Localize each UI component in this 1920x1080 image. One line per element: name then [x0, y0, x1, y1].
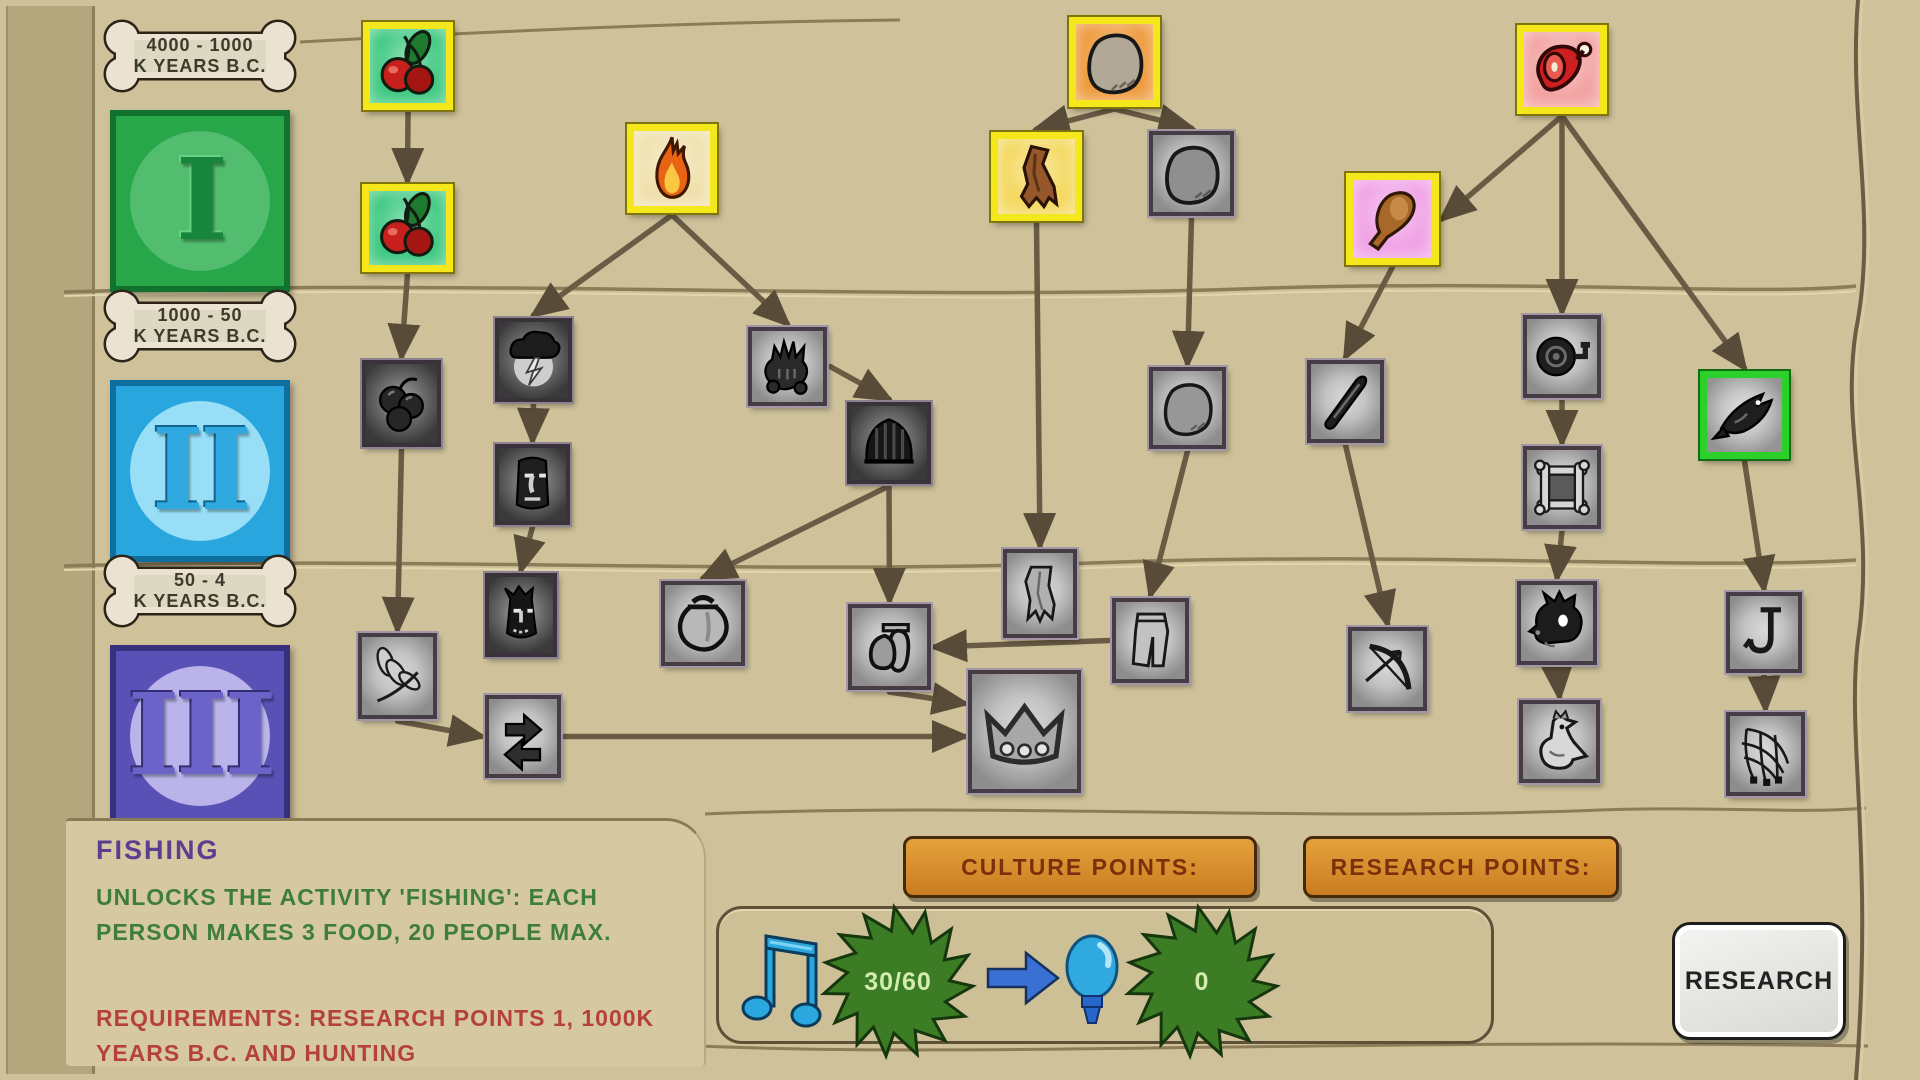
convert-arrow-icon: [986, 950, 1061, 1006]
research-points-value: 0: [1194, 967, 1210, 996]
tech-boar-icon[interactable]: [1517, 581, 1597, 665]
research-points-sign: RESEARCH POINTS:: [1303, 836, 1619, 898]
tech-pot-icon[interactable]: [661, 581, 745, 666]
tech-meat-icon[interactable]: [1517, 25, 1607, 114]
board-left-plank: [6, 6, 95, 1074]
tech-stone-2-icon[interactable]: [1149, 367, 1226, 449]
tech-berries-icon[interactable]: [362, 360, 441, 447]
tech-fish-icon[interactable]: [1700, 371, 1789, 459]
music-notes-icon: [741, 934, 822, 1028]
research-points-label: RESEARCH POINTS:: [1330, 853, 1592, 880]
tech-cherries-1-icon[interactable]: [363, 22, 453, 110]
tech-bone-frame-icon[interactable]: [1523, 446, 1601, 529]
tech-bow-icon[interactable]: [1348, 627, 1427, 711]
culture-points-value: 30/60: [864, 967, 932, 996]
era-range-label: 50 - 4: [173, 570, 227, 591]
research-button-label: RESEARCH: [1684, 966, 1834, 995]
tech-spool-icon[interactable]: [1523, 315, 1601, 398]
tech-hut-icon[interactable]: [847, 402, 931, 484]
era-numeral: III: [127, 670, 276, 801]
tech-flint-icon[interactable]: [1069, 17, 1160, 107]
era-range-label: 4000 - 1000: [146, 35, 254, 56]
tech-club-icon[interactable]: [1346, 173, 1439, 265]
era-panel: III: [110, 645, 290, 827]
tech-chicken-icon[interactable]: [1519, 700, 1600, 783]
tech-info-panel: FISHING UNLOCKS THE ACTIVITY 'FISHING': …: [66, 818, 706, 1066]
tech-hide-scrap-icon[interactable]: [1003, 549, 1077, 638]
era-unit-label: K YEARS B.C.: [133, 56, 267, 76]
tech-grain-icon[interactable]: [358, 633, 437, 719]
culture-points-label: CULTURE POINTS:: [961, 853, 1199, 880]
tech-totem-icon[interactable]: [485, 573, 557, 657]
tech-cherries-2-icon[interactable]: [362, 184, 453, 272]
era-unit-label: K YEARS B.C.: [133, 591, 267, 611]
era-circle: [130, 401, 270, 541]
tech-crown-icon[interactable]: [968, 670, 1081, 793]
tech-info-description: UNLOCKS THE ACTIVITY 'FISHING': EACH PER…: [96, 884, 612, 945]
era-panel: II: [110, 380, 290, 562]
tech-bark-icon[interactable]: [991, 132, 1082, 221]
research-button[interactable]: RESEARCH: [1672, 922, 1846, 1040]
tech-hand-icon[interactable]: [748, 327, 827, 406]
tech-idol-icon[interactable]: [495, 444, 570, 525]
era-circle: [130, 131, 270, 271]
tech-net-icon[interactable]: [1726, 712, 1805, 796]
era-circle: [130, 666, 270, 806]
tech-hook-icon[interactable]: [1726, 592, 1802, 673]
tech-info-title: FISHING: [96, 835, 220, 865]
tech-trade-icon[interactable]: [485, 695, 561, 778]
era-numeral: II: [151, 405, 253, 536]
tech-stone-icon[interactable]: [1149, 131, 1234, 216]
tech-storm-icon[interactable]: [495, 318, 572, 402]
tech-waterskin-icon[interactable]: [848, 604, 931, 690]
tech-trousers-icon[interactable]: [1112, 598, 1189, 683]
tech-knife-icon[interactable]: [1307, 360, 1384, 443]
era-range-label: 1000 - 50: [157, 305, 243, 326]
culture-points-sign: CULTURE POINTS:: [903, 836, 1257, 898]
era-panel: I: [110, 110, 290, 292]
lightbulb-icon: [1065, 934, 1119, 1024]
research-points-burst: 0: [1122, 903, 1282, 1061]
tech-info-requirements: REQUIREMENTS: RESEARCH POINTS 1, 1000K Y…: [96, 1005, 655, 1066]
culture-points-burst: 30/60: [818, 903, 978, 1061]
tech-fire-icon[interactable]: [627, 124, 717, 213]
era-numeral: I: [175, 135, 228, 266]
era-unit-label: K YEARS B.C.: [133, 326, 267, 346]
